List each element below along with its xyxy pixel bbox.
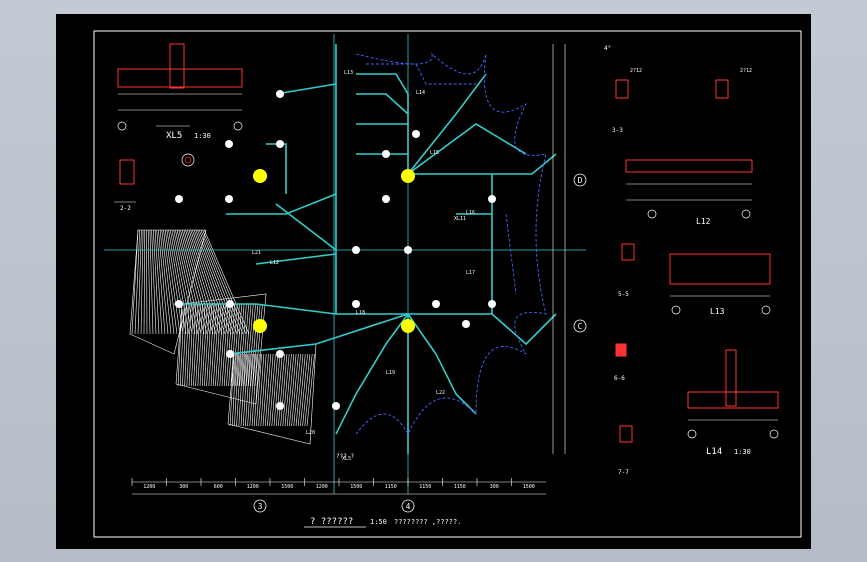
grid-bubble-4-label: 4 [406, 502, 411, 511]
beam-label: L21 [252, 250, 261, 256]
beam-label: L12 [270, 260, 279, 266]
drawing-title: ? ?????? 1:50 ???????? ,?????. [304, 517, 461, 528]
dimension-value: 1200 [316, 484, 328, 490]
beam-label: L19 [386, 370, 395, 376]
grid-bubble-3-label: 3 [258, 502, 263, 511]
detail-l14-title: L14 [706, 447, 722, 457]
grid-bubble-C-label: C [578, 322, 583, 331]
detail-small-sections: 3-3 5-5 6-6 7-7 4° 2?12 2?12 [604, 45, 752, 476]
dimension-value: 600 [214, 484, 223, 490]
beam-label: L14 [416, 90, 425, 96]
callout-a: 2?12 [630, 68, 642, 74]
dimension-value: 1150 [385, 484, 397, 490]
grid-bubble-C[interactable]: C [573, 319, 587, 333]
beam-label: L20 [306, 430, 315, 436]
detail-sec22-label: 2-2 [120, 205, 131, 212]
dimension-value: 300 [179, 484, 188, 490]
grid-bubble-4[interactable]: 4 [401, 499, 415, 513]
columns [175, 90, 496, 410]
dimension-value: 300 [490, 484, 499, 490]
callout-b: 2?12 [740, 68, 752, 74]
grid-bubble-D-label: D [578, 176, 583, 185]
detail-sec55-label: 5-5 [618, 291, 629, 298]
dimension-value: 1500 [523, 484, 535, 490]
detail-sec77-label: 7-7 [618, 469, 629, 476]
drawing-title-main: ? ?????? [310, 517, 353, 527]
dimension-value: 1200 [247, 484, 259, 490]
dimension-value: 1500 [350, 484, 362, 490]
drawing-title-scale: 1:50 [370, 518, 387, 526]
detail-xl5-scale: 1:30 [194, 132, 211, 140]
slope-label: 4° [604, 45, 611, 52]
beam-label: L13 [344, 70, 353, 76]
detail-l12: L12 [625, 159, 753, 226]
grid-bubble-D[interactable]: D [573, 173, 587, 187]
detail-l14: L14 1:30 [687, 349, 779, 457]
detail-xl5: XL5 1:30 [117, 43, 243, 141]
detail-sec22: 2-2 [114, 153, 195, 212]
drawing-sheet: 1200 300 600 1200 1500 1200 1500 1150 1150 1150 30… [56, 14, 811, 549]
beam-label: L17 [466, 270, 475, 276]
detail-l14-scale: 1:30 [734, 448, 751, 456]
drawing-title-note: ???????? ,?????. [394, 518, 461, 526]
detail-l13: L13 [669, 253, 771, 316]
hidden-line-outline [355, 52, 547, 435]
beam-label: L22 [436, 390, 445, 396]
detail-l12-title: L12 [696, 217, 711, 226]
structural-drawing: 1200 300 600 1200 1500 1200 1500 1150 1150 1150 30… [93, 30, 802, 538]
ridge-note: ??? ? [336, 453, 354, 460]
beam-label: L16 [466, 210, 475, 216]
beam-label: XL5 [342, 456, 351, 462]
beam-label: L15 [430, 150, 439, 156]
right-dimension-line [552, 44, 566, 454]
detail-xl5-title: XL5 [166, 131, 182, 141]
grid-bubble-3[interactable]: 3 [253, 499, 267, 513]
detail-l13-title: L13 [710, 307, 725, 316]
detail-sec66-label: 6-6 [614, 375, 625, 382]
dimension-value: 1500 [281, 484, 293, 490]
sheet-border [93, 30, 802, 538]
dimension-row: 1200 300 600 1200 1500 1200 1500 1150 1150 1150 30… [131, 478, 546, 495]
beam-label: L18 [356, 310, 365, 316]
dimension-value: 1150 [419, 484, 431, 490]
beam-label: XL11 [454, 216, 466, 222]
dimension-value: 1200 [143, 484, 155, 490]
roof-beam-framing [174, 44, 557, 454]
roof-hatch-left [129, 229, 317, 445]
detail-sec33-label: 3-3 [612, 127, 623, 134]
dimension-value: 1150 [454, 484, 466, 490]
